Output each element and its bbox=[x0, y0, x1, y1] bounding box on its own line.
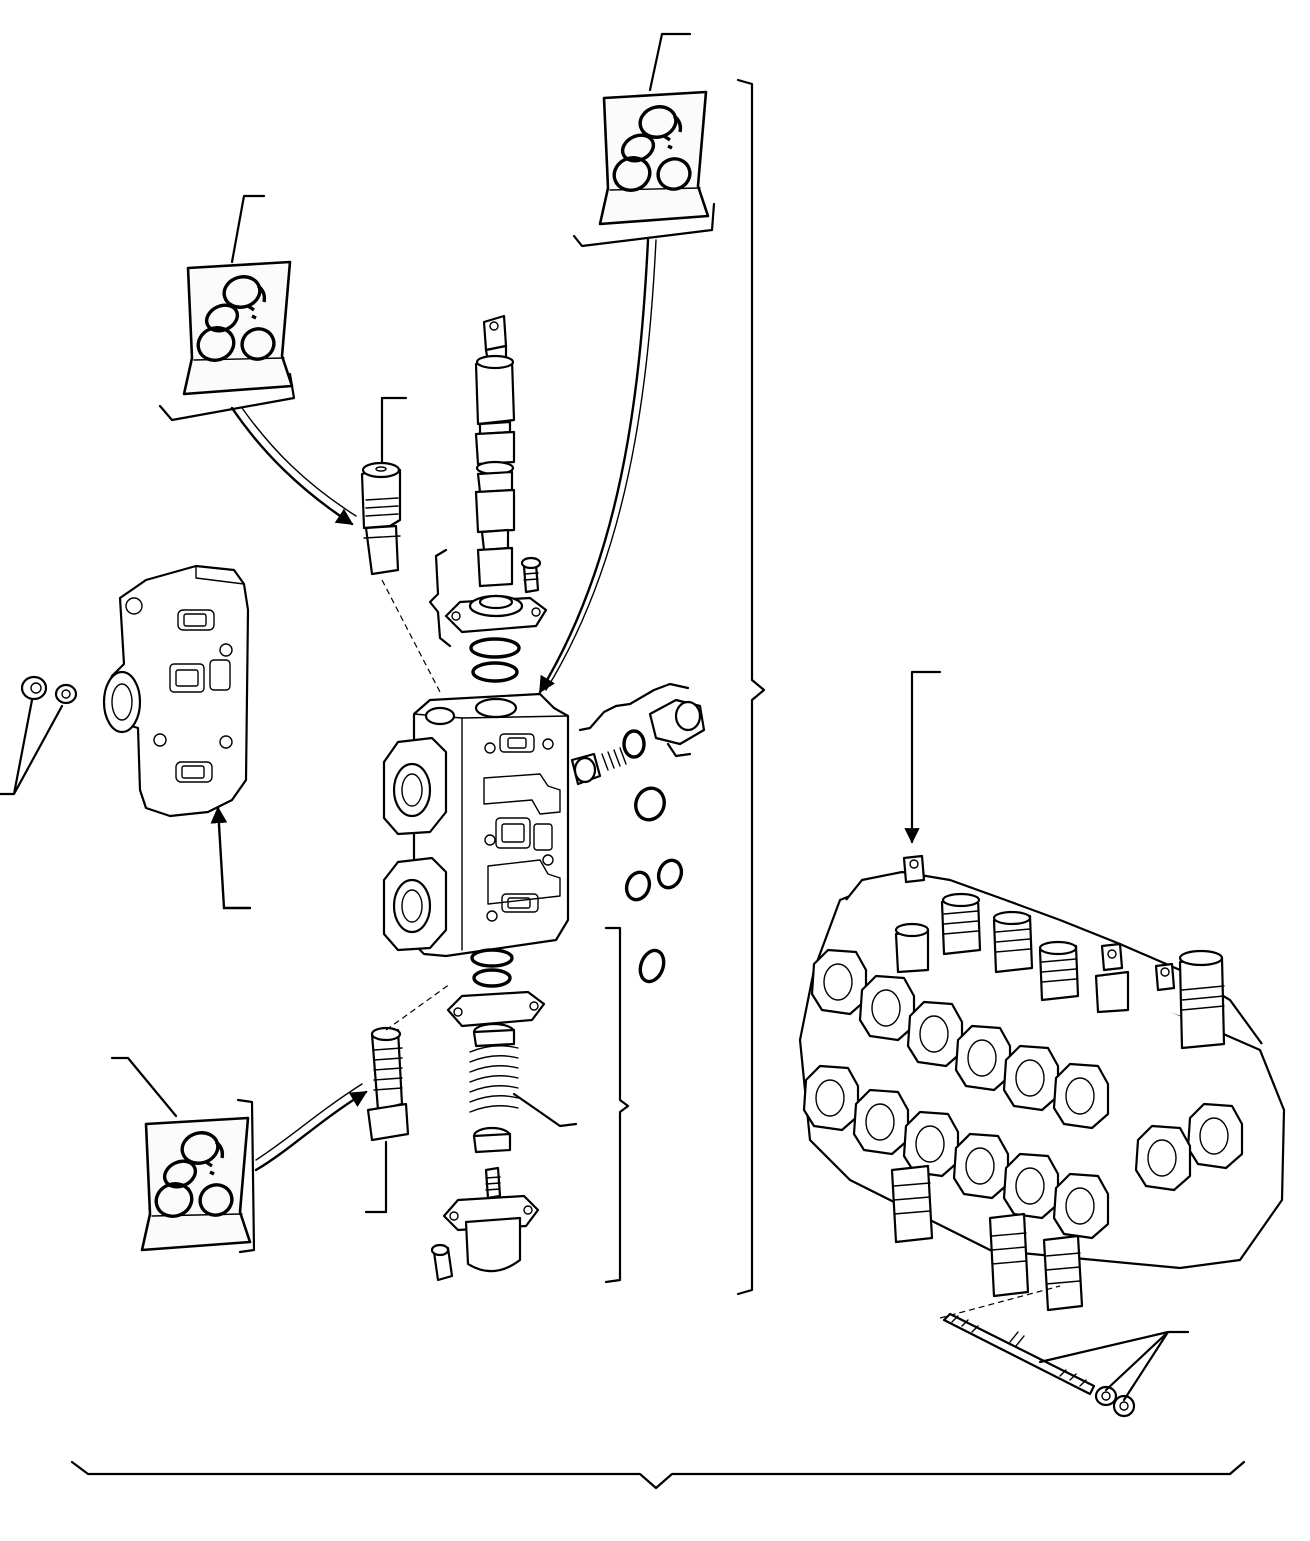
nut-washer-icon bbox=[0, 675, 78, 796]
spool-cover-plate-upper bbox=[428, 548, 548, 648]
valve-bank-bottom-caps bbox=[890, 1164, 1084, 1312]
inlet-cover-icon bbox=[102, 564, 252, 910]
valve-bank-spool-ends bbox=[894, 854, 1226, 1050]
seal-kit-bag-icon bbox=[110, 1056, 368, 1254]
valve-section-icon bbox=[382, 692, 570, 958]
relief-valve-assembly bbox=[570, 682, 706, 786]
o-ring-icon bbox=[470, 948, 514, 988]
spool-spring-assembly bbox=[430, 990, 578, 1282]
spool-icon bbox=[474, 314, 516, 588]
seal-kit-bag-icon bbox=[158, 194, 357, 526]
valve-bank-ports bbox=[802, 948, 1244, 1240]
o-ring-icon bbox=[624, 786, 684, 984]
check-valve-upper bbox=[360, 396, 441, 693]
check-valve-lower bbox=[364, 983, 451, 1214]
control-valve-assembly-icon bbox=[798, 670, 1286, 1319]
tie-rod-icon bbox=[942, 1312, 1190, 1418]
overall-bracket bbox=[70, 1460, 1246, 1490]
section-bracket bbox=[604, 78, 766, 1296]
o-ring-icon bbox=[469, 637, 521, 683]
seal-kit-bag-icon bbox=[538, 32, 716, 694]
